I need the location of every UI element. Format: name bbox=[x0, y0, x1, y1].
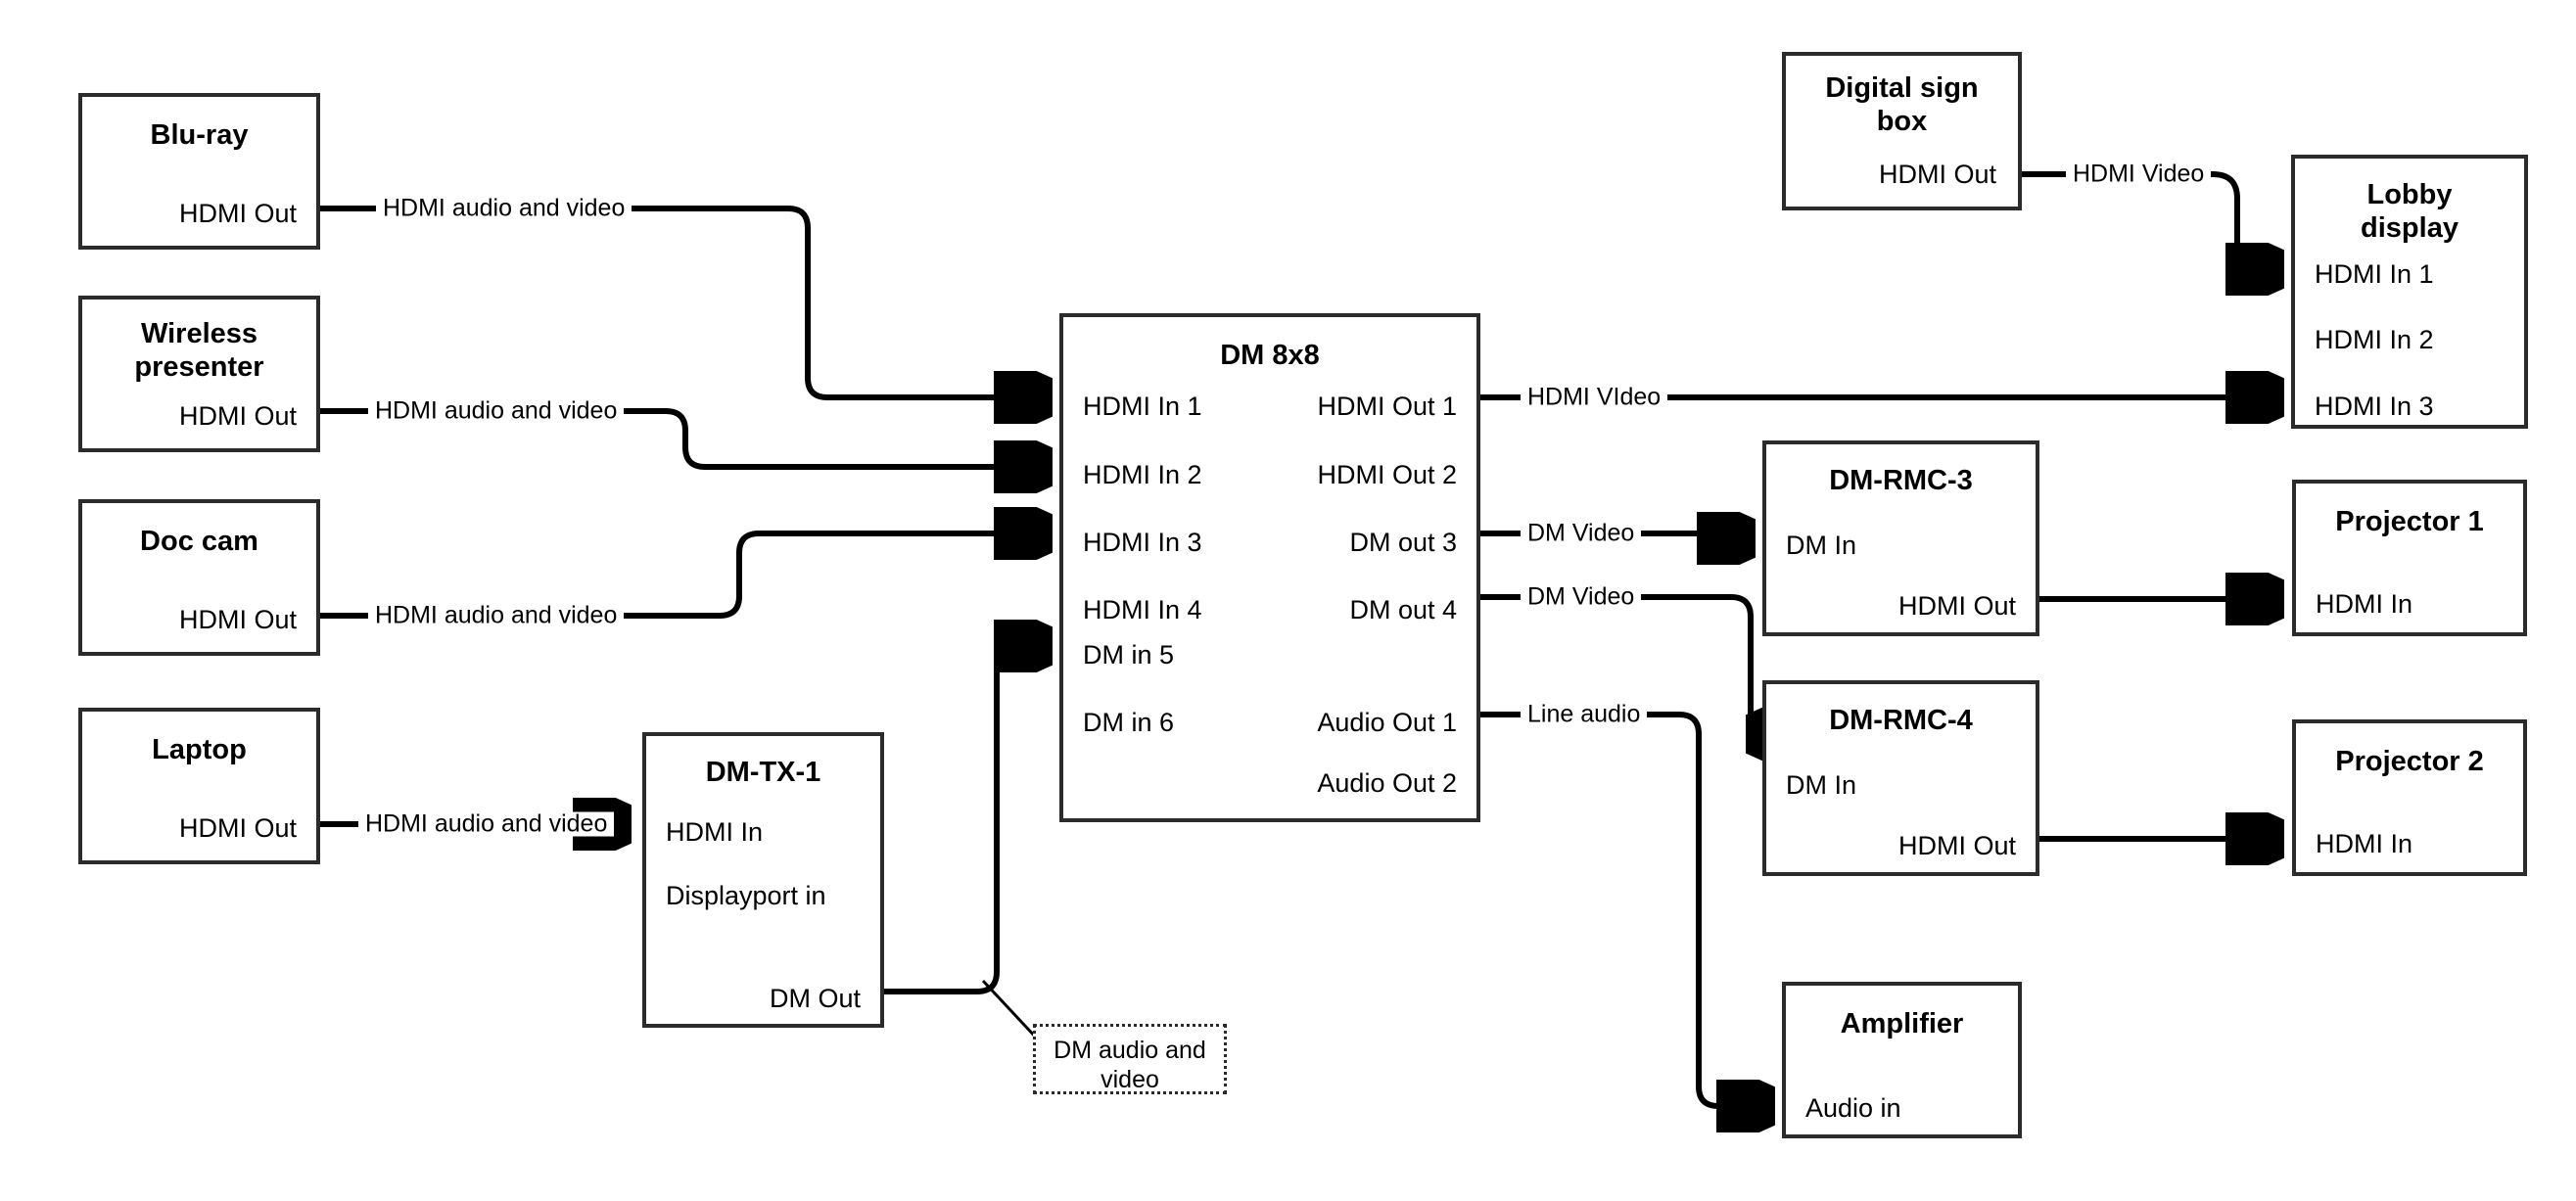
node-projector-1-title: Projector 1 bbox=[2335, 506, 2484, 537]
node-dm-tx-1[interactable]: DM-TX-1 HDMI In Displayport in DM Out bbox=[642, 732, 884, 1028]
leader-line-dm-audio-video bbox=[981, 979, 1040, 1041]
node-amplifier[interactable]: Amplifier Audio in bbox=[1782, 982, 2022, 1138]
node-lobby-display-input-hdmi-in-3: HDMI In 3 bbox=[2315, 392, 2434, 421]
node-dm-8x8-input-hdmi-in-4: HDMI In 4 bbox=[1083, 595, 1202, 624]
annotation-dm-audio-and-video-line2: video bbox=[1101, 1065, 1159, 1093]
node-dm-rmc-4-port-dm-in: DM In bbox=[1786, 770, 1857, 800]
node-dm-tx-1-port-displayport-in: Displayport in bbox=[666, 881, 826, 910]
edge-label-sign-to-lobby: HDMI Video bbox=[2066, 162, 2212, 187]
edge-label-wireless-to-dm: HDMI audio and video bbox=[368, 398, 625, 424]
node-dm-rmc-3-port-hdmi-out: HDMI Out bbox=[1897, 591, 2016, 621]
node-dm-rmc-4-port-hdmi-out: HDMI Out bbox=[1897, 831, 2016, 860]
node-projector-1[interactable]: Projector 1 HDMI In bbox=[2292, 480, 2527, 636]
node-dm-8x8-output-hdmi-out-2: HDMI Out 2 bbox=[1317, 460, 1457, 489]
wire-sign-to-lobby-hdmi-in-1 bbox=[2022, 171, 2279, 269]
node-dm-8x8-input-hdmi-in-3: HDMI In 3 bbox=[1083, 528, 1202, 557]
node-dm-8x8-input-dm-in-6: DM in 6 bbox=[1083, 708, 1175, 737]
node-wireless-presenter[interactable]: Wireless presenter HDMI Out bbox=[78, 296, 320, 452]
node-projector-1-port-hdmi-in: HDMI In bbox=[2316, 589, 2413, 619]
edge-label-dm-hdmiout1: HDMI VIdeo bbox=[1521, 385, 1668, 410]
node-dm-8x8-output-audio-out-2: Audio Out 2 bbox=[1317, 768, 1457, 798]
node-projector-2-title: Projector 2 bbox=[2335, 746, 2484, 777]
node-bluray-port-hdmi-out: HDMI Out bbox=[178, 199, 297, 228]
node-dm-rmc-4[interactable]: DM-RMC-4 DM In HDMI Out bbox=[1762, 680, 2039, 876]
node-digital-sign-box-port-hdmi-out: HDMI Out bbox=[1878, 160, 1996, 189]
annotation-dm-audio-and-video: DM audio and video bbox=[1033, 1024, 1227, 1094]
node-wireless-presenter-title-line2: presenter bbox=[134, 351, 264, 383]
annotation-dm-audio-and-video-line1: DM audio and bbox=[1054, 1037, 1206, 1064]
node-laptop[interactable]: Laptop HDMI Out bbox=[78, 708, 320, 864]
edge-label-laptop-to-dmtx1: HDMI audio and video bbox=[358, 811, 615, 837]
node-dm-rmc-4-title: DM-RMC-4 bbox=[1829, 705, 1973, 736]
edge-label-bluray-to-dm: HDMI audio and video bbox=[376, 196, 632, 221]
node-lobby-display-input-hdmi-in-1: HDMI In 1 bbox=[2315, 259, 2434, 289]
node-doc-cam-port-hdmi-out: HDMI Out bbox=[178, 605, 297, 634]
wire-bluray-to-dm-hdmi-in-1 bbox=[320, 206, 1048, 397]
edge-label-dm-out3: DM Video bbox=[1521, 521, 1642, 546]
node-doc-cam[interactable]: Doc cam HDMI Out bbox=[78, 499, 320, 656]
node-lobby-display[interactable]: Lobby display HDMI In 1 HDMI In 2 HDMI I… bbox=[2291, 155, 2528, 429]
node-laptop-title: Laptop bbox=[152, 734, 247, 765]
node-digital-sign-box-title-line2: box bbox=[1876, 106, 1928, 137]
node-wireless-presenter-title-line1: Wireless bbox=[140, 318, 258, 349]
node-amplifier-port-audio-in: Audio in bbox=[1805, 1093, 1901, 1123]
node-dm-8x8-input-hdmi-in-1: HDMI In 1 bbox=[1083, 392, 1202, 421]
node-dm-8x8-title: DM 8x8 bbox=[1220, 340, 1320, 371]
node-lobby-display-input-hdmi-in-2: HDMI In 2 bbox=[2315, 325, 2434, 354]
node-dm-8x8-output-dm-out-4: DM out 4 bbox=[1349, 595, 1457, 624]
node-lobby-display-title-line2: display bbox=[2361, 212, 2459, 244]
node-dm-tx-1-title: DM-TX-1 bbox=[705, 757, 821, 788]
node-bluray[interactable]: Blu-ray HDMI Out bbox=[78, 93, 320, 250]
node-digital-sign-box[interactable]: Digital sign box HDMI Out bbox=[1782, 52, 2022, 210]
node-dm-tx-1-port-dm-out: DM Out bbox=[769, 984, 861, 1013]
edge-label-doccam-to-dm: HDMI audio and video bbox=[368, 603, 625, 628]
node-projector-2[interactable]: Projector 2 HDMI In bbox=[2292, 719, 2527, 876]
node-wireless-presenter-port-hdmi-out: HDMI Out bbox=[178, 401, 297, 431]
node-doc-cam-title: Doc cam bbox=[140, 526, 258, 557]
node-dm-8x8-output-dm-out-3: DM out 3 bbox=[1349, 528, 1457, 557]
node-bluray-title: Blu-ray bbox=[150, 119, 249, 151]
node-dm-8x8-input-hdmi-in-2: HDMI In 2 bbox=[1083, 460, 1202, 489]
node-dm-8x8-output-audio-out-1: Audio Out 1 bbox=[1317, 708, 1457, 737]
node-lobby-display-title-line1: Lobby bbox=[2366, 179, 2453, 210]
node-dm-rmc-3-title: DM-RMC-3 bbox=[1829, 465, 1973, 496]
wire-dmtx1-to-dm-in-5 bbox=[884, 646, 1048, 994]
node-amplifier-title: Amplifier bbox=[1840, 1008, 1964, 1039]
edge-label-dm-out4: DM Video bbox=[1521, 584, 1642, 610]
node-dm-rmc-3-port-dm-in: DM In bbox=[1786, 531, 1857, 560]
node-dm-8x8[interactable]: DM 8x8 HDMI In 1 HDMI In 2 HDMI In 3 HDM… bbox=[1059, 313, 1480, 822]
wire-dm-audioout1-to-amplifier bbox=[1480, 712, 1770, 1106]
edge-label-dm-audioout1: Line audio bbox=[1521, 702, 1648, 727]
node-dm-tx-1-port-hdmi-in: HDMI In bbox=[666, 817, 764, 847]
node-dm-rmc-3[interactable]: DM-RMC-3 DM In HDMI Out bbox=[1762, 440, 2039, 636]
node-dm-8x8-output-hdmi-out-1: HDMI Out 1 bbox=[1317, 392, 1457, 421]
node-digital-sign-box-title-line1: Digital sign bbox=[1825, 72, 1979, 104]
node-projector-2-port-hdmi-in: HDMI In bbox=[2316, 829, 2413, 858]
node-laptop-port-hdmi-out: HDMI Out bbox=[178, 813, 297, 843]
node-dm-8x8-input-dm-in-5: DM in 5 bbox=[1083, 640, 1175, 670]
